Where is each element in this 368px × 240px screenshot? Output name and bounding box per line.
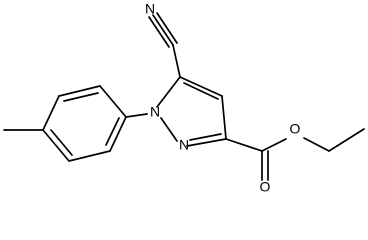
pyrazole-bond-c5-c4 xyxy=(179,76,223,97)
nitrile-triple-bond-2 xyxy=(148,16,170,48)
ethyl-bond xyxy=(328,128,365,152)
structure-canvas: N N N O O xyxy=(3,0,365,195)
pyrazole-bond-c3-n2-inner xyxy=(189,133,222,141)
aryl-bond-4 xyxy=(42,129,70,162)
aryl-inner-bond-2 xyxy=(50,129,73,156)
n1-aryl-bond xyxy=(125,113,148,118)
aryl-bond-2 xyxy=(58,85,101,97)
pyrazole-bond-c5-c4-inner xyxy=(183,82,219,100)
pyrazole-n1-label: N xyxy=(150,104,160,120)
nitrile-triple-bond-1 xyxy=(152,14,174,46)
ester-bond-oxygen-ch2 xyxy=(303,137,330,152)
aryl-inner-bond-3 xyxy=(105,117,120,146)
pyrazole-bond-c4-c3 xyxy=(221,95,227,140)
nitrile-carbon-bond xyxy=(172,44,181,78)
aryl-bond-1 xyxy=(99,85,127,118)
ester-bond-c3-carbonyl xyxy=(225,138,263,152)
ester-bond-carbonyl-oxygen xyxy=(261,138,287,152)
pyrazole-bond-n2-n1 xyxy=(160,117,178,142)
pyrazole-n2-label: N xyxy=(179,137,189,153)
aryl-bond-6 xyxy=(109,116,127,152)
chemical-structure: N N N O O xyxy=(3,1,365,195)
aryl-inner-bond-1 xyxy=(63,92,99,102)
carbonyl-oxygen-label: O xyxy=(260,179,271,195)
pyrazole-bond-c5-n1 xyxy=(156,76,181,108)
nitrile-nitrogen-label: N xyxy=(145,1,155,17)
aryl-bond-5 xyxy=(68,150,111,162)
nitrile-triple-bond-3 xyxy=(156,12,178,44)
aryl-bond-3 xyxy=(42,95,60,131)
pyrazole-bond-c3-n2 xyxy=(186,138,227,147)
ester-oxygen-label: O xyxy=(290,121,301,137)
